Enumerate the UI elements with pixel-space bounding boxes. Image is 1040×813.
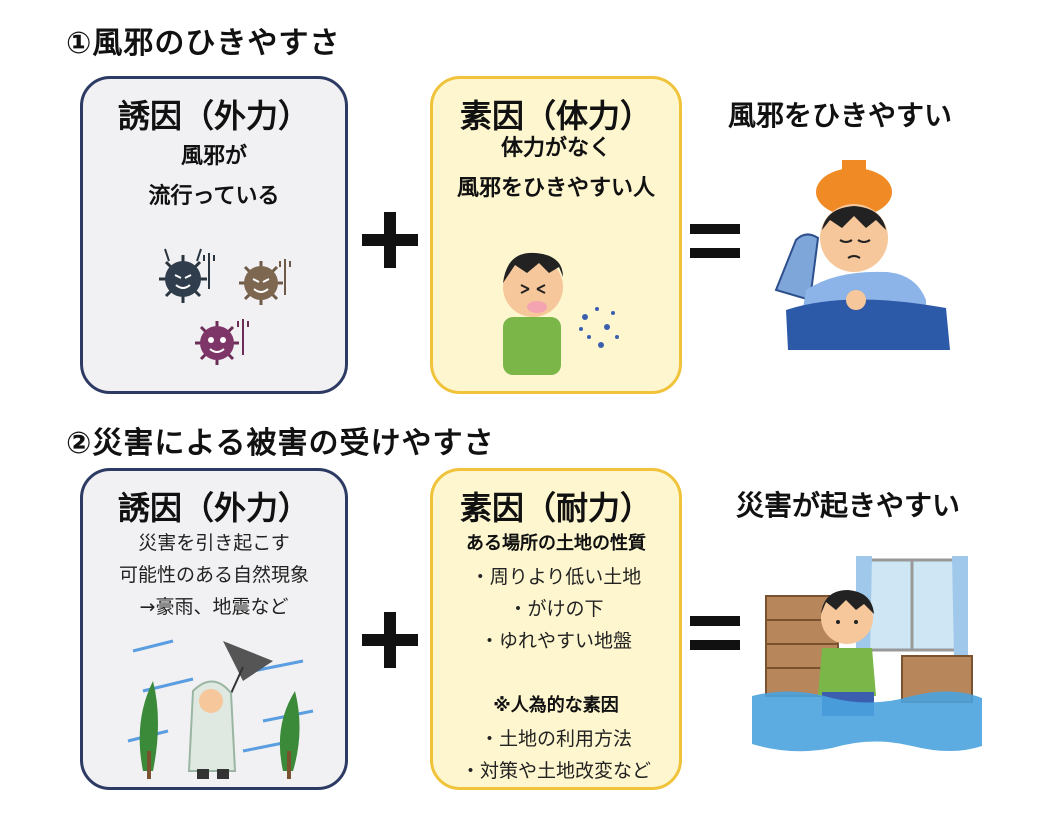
text-line: 流行っている bbox=[148, 184, 280, 209]
section1-predisposing-factor-box: 素因（体力） 体力がなく 風邪をひきやすい人 bbox=[430, 76, 682, 394]
list-item: ・対策や土地改変など bbox=[460, 760, 651, 782]
section2-inducing-text: 災害を引き起こす 可能性のある自然現象 →豪雨、地震など bbox=[83, 527, 345, 623]
equals-sign bbox=[690, 616, 740, 650]
list-item: ・土地の利用方法 bbox=[479, 728, 632, 750]
storm-person-icon bbox=[127, 639, 314, 779]
plus-sign bbox=[362, 612, 418, 668]
section1-predisposing-title: 素因（体力） bbox=[459, 97, 652, 135]
text-line: 風邪をひきやすい人 bbox=[456, 176, 655, 201]
section1-result: 風邪をひきやすい bbox=[728, 99, 953, 132]
section2-heading: ②災害による被害の受けやすさ bbox=[66, 426, 495, 461]
plus-sign bbox=[362, 212, 418, 268]
equals-sign bbox=[690, 224, 740, 258]
text-line: →豪雨、地震など bbox=[139, 596, 289, 618]
sneezing-boy-icon bbox=[503, 252, 619, 375]
section1-inducing-text: 風邪が 流行っている bbox=[83, 137, 345, 217]
list-item: ・ゆれやすい地盤 bbox=[479, 630, 632, 652]
list-item: ・周りより低い土地 bbox=[470, 566, 642, 588]
section2-human-factor-subtitle: ※人為的な素因 bbox=[493, 695, 619, 716]
text-line: 体力がなく bbox=[500, 136, 611, 161]
section2-predisposing-subtitle: ある場所の土地の性質 bbox=[466, 533, 646, 554]
section1-inducing-title: 誘因（外力） bbox=[117, 97, 310, 135]
section1-inducing-factor-box: 誘因（外力） 風邪が 流行っている bbox=[80, 76, 348, 394]
text-line: 風邪が bbox=[180, 144, 247, 169]
list-item: ・がけの下 bbox=[508, 598, 604, 620]
flooded-room-icon bbox=[752, 556, 982, 752]
section2-result: 災害が起きやすい bbox=[736, 489, 961, 522]
sick-in-bed-icon bbox=[774, 160, 950, 350]
section1-heading: ①風邪のひきやすさ bbox=[66, 26, 341, 61]
section2-inducing-title: 誘因（外力） bbox=[117, 489, 310, 527]
section2-inducing-factor-box: 誘因（外力） 災害を引き起こす 可能性のある自然現象 →豪雨、地震など bbox=[80, 468, 348, 790]
virus-icon bbox=[159, 248, 291, 365]
text-line: 災害を引き起こす bbox=[138, 532, 290, 554]
section1-predisposing-text: 体力がなく 風邪をひきやすい人 bbox=[433, 129, 679, 209]
section2-predisposing-items: ・周りより低い土地 ・がけの下 ・ゆれやすい地盤 bbox=[433, 561, 679, 657]
section2-predisposing-title: 素因（耐力） bbox=[459, 489, 652, 527]
text-line: 可能性のある自然現象 bbox=[118, 564, 309, 586]
section2-predisposing-factor-box: 素因（耐力） ある場所の土地の性質 ・周りより低い土地 ・がけの下 ・ゆれやすい… bbox=[430, 468, 682, 790]
section2-human-factor-items: ・土地の利用方法 ・対策や土地改変など bbox=[433, 723, 679, 787]
